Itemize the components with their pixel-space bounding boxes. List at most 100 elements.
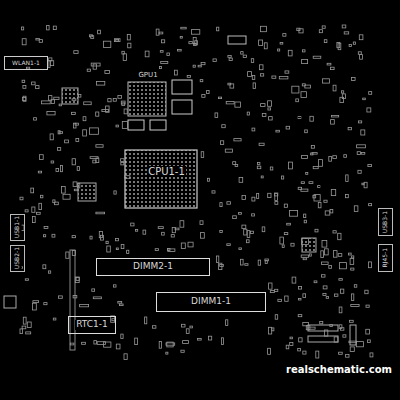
smd-component bbox=[127, 250, 129, 253]
smd-component bbox=[275, 315, 278, 320]
smd-component bbox=[345, 195, 348, 198]
smd-component bbox=[322, 262, 329, 265]
smd-component bbox=[368, 262, 371, 268]
smd-component bbox=[349, 45, 351, 47]
smd-component bbox=[235, 102, 241, 107]
smd-component bbox=[333, 85, 336, 91]
smd-component bbox=[128, 43, 131, 48]
smd-component bbox=[116, 238, 119, 240]
smd-component bbox=[333, 231, 336, 233]
smd-component bbox=[116, 248, 118, 250]
smd-component bbox=[23, 96, 26, 101]
smd-component bbox=[103, 41, 110, 47]
smd-component bbox=[121, 159, 124, 162]
smd-component bbox=[360, 55, 363, 60]
smd-component bbox=[215, 113, 218, 118]
smd-component bbox=[127, 34, 130, 40]
smd-component bbox=[44, 303, 47, 305]
usb-connector: USB3-1 bbox=[378, 208, 393, 236]
smd-component bbox=[59, 132, 63, 134]
smd-component bbox=[229, 58, 232, 60]
smd-component bbox=[260, 26, 266, 31]
smd-component bbox=[48, 61, 50, 68]
smd-component bbox=[74, 51, 78, 54]
smd-component bbox=[49, 58, 52, 61]
smd-component bbox=[53, 26, 56, 30]
smd-component bbox=[230, 84, 234, 88]
smd-component bbox=[334, 337, 338, 342]
smd-component bbox=[167, 53, 170, 55]
part-label: WLAN1-1 bbox=[11, 60, 41, 67]
smd-component bbox=[262, 114, 266, 117]
smd-component bbox=[290, 337, 292, 339]
smd-component bbox=[349, 341, 357, 343]
smd-component bbox=[296, 99, 299, 102]
smd-component bbox=[193, 65, 195, 67]
smd-component bbox=[80, 305, 89, 307]
smd-component bbox=[201, 63, 205, 65]
smd-component bbox=[309, 182, 313, 184]
smd-component bbox=[220, 230, 223, 232]
smd-component bbox=[84, 102, 92, 105]
smd-component bbox=[313, 195, 316, 198]
smd-component bbox=[334, 251, 338, 258]
smd-component bbox=[158, 227, 163, 229]
smd-component bbox=[257, 162, 260, 164]
smd-component bbox=[41, 195, 43, 198]
smd-component bbox=[56, 169, 59, 172]
smd-component bbox=[261, 176, 263, 178]
smd-component bbox=[369, 204, 372, 206]
smd-component bbox=[72, 112, 76, 114]
smd-component bbox=[310, 116, 313, 121]
smd-component bbox=[26, 332, 31, 334]
smd-component bbox=[270, 291, 274, 293]
smd-component bbox=[32, 217, 35, 223]
smd-component bbox=[22, 39, 26, 45]
smd-component bbox=[284, 204, 287, 207]
smd-component bbox=[338, 233, 341, 239]
smd-component bbox=[366, 329, 370, 334]
smd-component bbox=[118, 95, 122, 98]
smd-component bbox=[359, 35, 363, 40]
smd-component bbox=[330, 325, 333, 327]
smd-component bbox=[313, 167, 318, 169]
smd-component bbox=[339, 307, 342, 313]
smd-component bbox=[168, 249, 175, 252]
smd-component bbox=[162, 232, 165, 235]
smd-component bbox=[189, 42, 192, 44]
smd-component bbox=[188, 242, 193, 247]
smd-component bbox=[299, 338, 302, 342]
smd-component bbox=[167, 342, 173, 347]
smd-component bbox=[41, 101, 50, 104]
smd-component bbox=[243, 55, 246, 57]
smd-component bbox=[202, 95, 205, 98]
smd-component bbox=[348, 128, 351, 130]
smd-component bbox=[352, 294, 354, 301]
smd-component bbox=[304, 220, 306, 223]
smd-component bbox=[36, 39, 39, 41]
smd-component bbox=[234, 139, 241, 141]
smd-component bbox=[32, 303, 36, 310]
smd-component bbox=[225, 149, 232, 152]
smd-component bbox=[190, 326, 193, 328]
smd-component bbox=[36, 86, 39, 89]
wlan-connector: WLAN1-1 bbox=[4, 56, 48, 70]
smd-component bbox=[34, 118, 37, 120]
smd-component bbox=[180, 221, 184, 228]
smd-component bbox=[311, 153, 313, 155]
smd-component bbox=[342, 94, 345, 99]
smd-component bbox=[354, 285, 357, 288]
smd-component bbox=[275, 194, 278, 201]
smd-component bbox=[99, 231, 102, 237]
smd-component bbox=[352, 256, 354, 258]
smd-component bbox=[325, 211, 330, 215]
smd-component bbox=[61, 187, 65, 194]
smd-component bbox=[93, 297, 101, 299]
smd-component bbox=[90, 128, 99, 134]
smd-component bbox=[291, 243, 294, 246]
smd-component bbox=[357, 145, 366, 148]
smd-component bbox=[327, 63, 331, 65]
smd-component bbox=[301, 255, 308, 257]
smd-component bbox=[245, 264, 248, 266]
